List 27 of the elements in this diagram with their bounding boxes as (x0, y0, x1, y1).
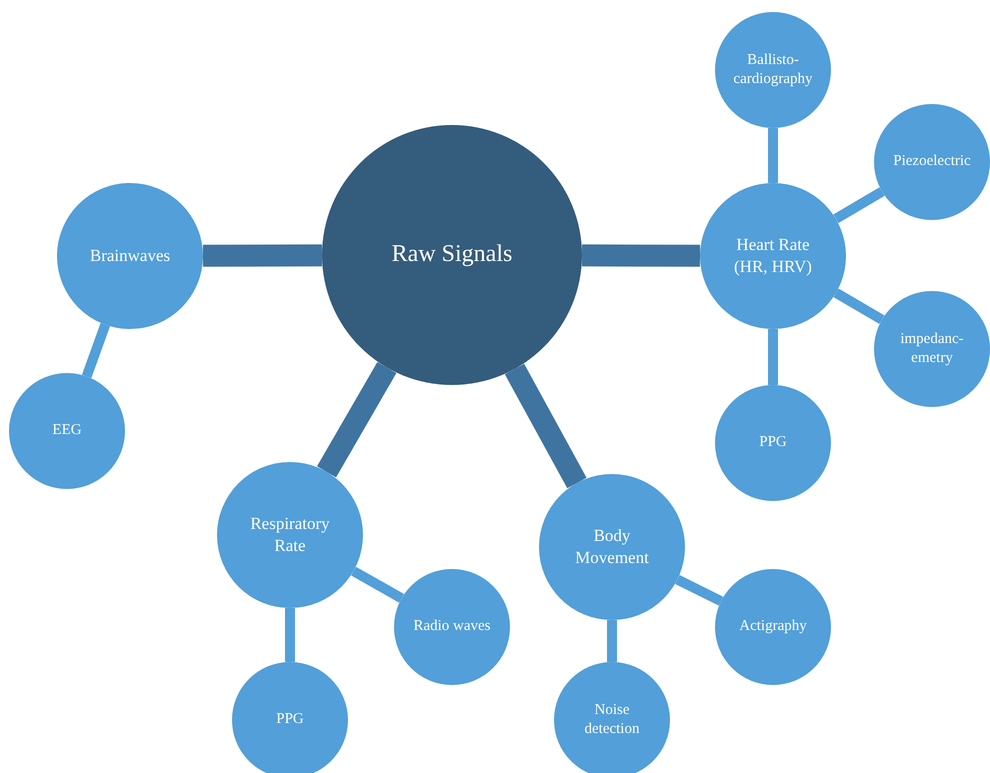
topic-label: Raw Signals (392, 240, 512, 270)
topic-label: Heart Rate (HR, HRV) (733, 234, 813, 278)
topic-label: impedanc-emetry (899, 330, 965, 368)
topic-label: EEG (52, 421, 82, 440)
topic-label: Brainwaves (90, 244, 170, 267)
connector (202, 244, 322, 267)
connector (768, 329, 778, 385)
connector (607, 620, 617, 662)
topic-label: Ballisto-cardiography (732, 50, 814, 89)
connector (504, 364, 587, 488)
topic-label: Respiratory Rate (249, 512, 331, 557)
connector (768, 128, 778, 183)
connector (317, 362, 396, 478)
connector (82, 322, 110, 378)
connector (833, 288, 884, 324)
topic-label: PPG (759, 433, 787, 452)
connector (675, 575, 724, 606)
topic-label: Radio waves (413, 617, 491, 636)
topic-label: PPG (276, 710, 304, 730)
connector (351, 566, 404, 603)
connector (285, 608, 295, 662)
topic-label: Body Movement (574, 524, 650, 569)
connector (582, 244, 700, 267)
topic-label: Actigraphy (739, 617, 807, 636)
topic-label: Piezoelectric (893, 152, 971, 172)
connector (833, 187, 885, 224)
topic-label: Noise detection (584, 700, 640, 739)
